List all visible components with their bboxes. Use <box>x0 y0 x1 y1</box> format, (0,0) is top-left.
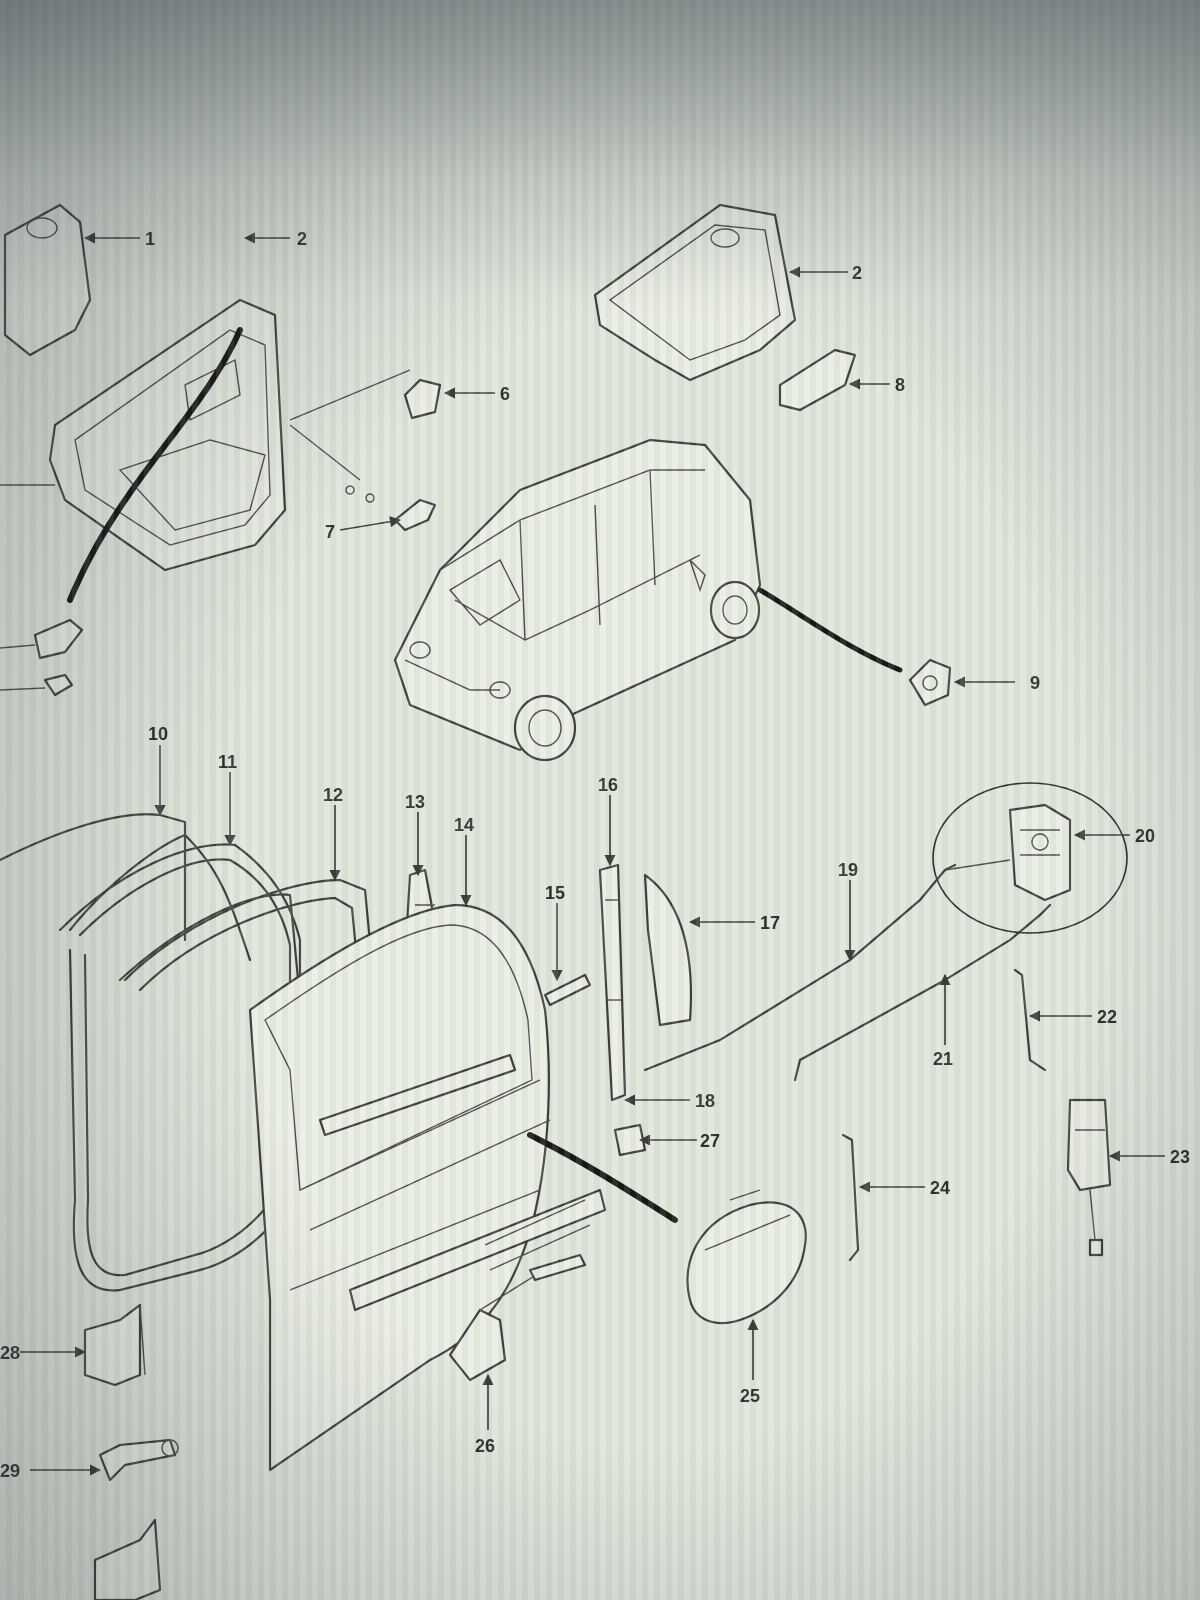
part-9-cap <box>908 658 952 707</box>
callout-13: 13 <box>405 792 425 812</box>
callout-15: 15 <box>545 883 565 903</box>
callout-17: 17 <box>760 913 780 933</box>
callout-2-left: 2 <box>297 229 307 249</box>
part-lower-hinge <box>93 1518 162 1600</box>
callout-24: 24 <box>930 1178 950 1198</box>
callout-29: 29 <box>0 1461 20 1481</box>
part-25-outside-handle <box>686 1189 807 1325</box>
callout-9: 9 <box>1030 673 1040 693</box>
callout-6: 6 <box>500 384 510 404</box>
part-7-screw <box>289 424 437 532</box>
part-29-hinge-pin <box>98 1438 179 1482</box>
callout-labels: 1 2 2 6 8 7 9 10 11 12 13 14 15 16 17 19… <box>0 229 1190 1481</box>
part-15-belt-strip <box>543 973 592 1007</box>
callout-23: 23 <box>1170 1147 1190 1167</box>
callout-1: 1 <box>145 229 155 249</box>
callout-20: 20 <box>1135 826 1155 846</box>
part-1-trim-sheet <box>3 203 92 357</box>
part-16-rear-channel <box>598 863 627 1102</box>
part-23-actuator <box>1066 1098 1112 1257</box>
part-8-handle-bezel <box>778 348 857 412</box>
callout-7: 7 <box>325 522 335 542</box>
leader-lines <box>20 232 1165 1476</box>
callout-12: 12 <box>323 785 343 805</box>
part-6-clip <box>289 369 442 421</box>
callout-19: 19 <box>838 860 858 880</box>
callout-16: 16 <box>598 775 618 795</box>
callout-2-right: 2 <box>852 263 862 283</box>
callout-27: 27 <box>700 1131 720 1151</box>
callout-22: 22 <box>1097 1007 1117 1027</box>
callout-10: 10 <box>148 724 168 744</box>
callout-21: 21 <box>933 1049 953 1069</box>
part-20-door-latch <box>932 782 1128 934</box>
part-22-rod <box>1013 968 1047 1072</box>
callout-11: 11 <box>218 752 237 772</box>
callout-14: 14 <box>454 815 474 835</box>
vehicle-illustration <box>393 438 903 762</box>
callout-18: 18 <box>695 1091 715 1111</box>
part-17-quarter-glass <box>643 873 692 1027</box>
part-2-door-trim-panel-right <box>593 203 797 382</box>
part-21-release-rod <box>793 903 1052 1082</box>
part-24-rod <box>841 1133 860 1262</box>
part-27-regulator <box>527 1123 678 1223</box>
callout-25: 25 <box>740 1386 760 1406</box>
part-26-door-check <box>448 1253 587 1382</box>
part-28-upper-hinge <box>83 1303 146 1387</box>
callout-28: 28 <box>0 1343 20 1363</box>
part-14-door-shell <box>248 903 607 1472</box>
callout-26: 26 <box>475 1436 495 1456</box>
part-2-door-trim-panel-left <box>0 298 287 603</box>
callout-8: 8 <box>895 375 905 395</box>
part-19-lock-rod <box>643 863 957 1072</box>
small-parts-left <box>0 618 84 697</box>
